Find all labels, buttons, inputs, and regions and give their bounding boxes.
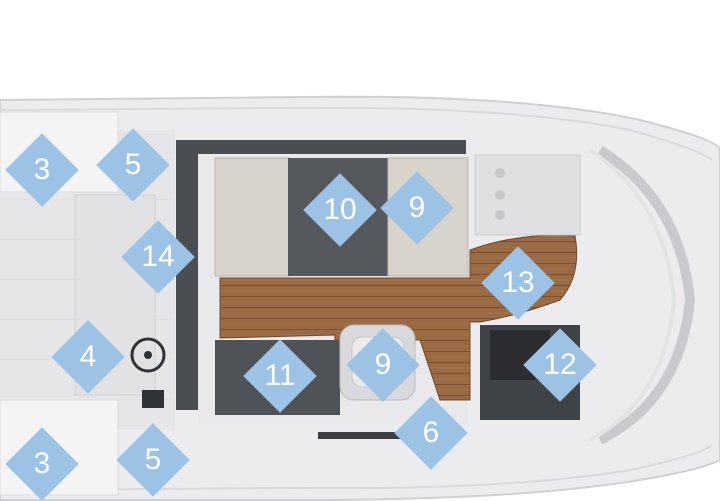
marker-11[interactable]: 11 xyxy=(243,339,317,413)
marker-number: 11 xyxy=(264,359,296,392)
marker-6[interactable]: 6 xyxy=(394,396,468,470)
marker-number: 14 xyxy=(141,240,175,273)
marker-4[interactable]: 4 xyxy=(51,320,125,394)
marker-number: 5 xyxy=(124,148,142,181)
console-top xyxy=(474,154,581,236)
marker-number: 9 xyxy=(408,191,426,224)
cabin-top-wall xyxy=(176,140,466,154)
marker-12[interactable]: 12 xyxy=(523,328,597,402)
marker-number: 6 xyxy=(422,416,440,449)
marker-number: 9 xyxy=(374,348,392,381)
marker-9[interactable]: 9 xyxy=(346,328,420,402)
marker-number: 10 xyxy=(323,193,357,226)
side-rail xyxy=(318,432,443,439)
marker-number: 5 xyxy=(144,443,162,476)
gunwale-line xyxy=(0,106,713,161)
marker-9[interactable]: 9 xyxy=(380,171,454,245)
marker-3[interactable]: 3 xyxy=(5,133,79,207)
marker-number: 12 xyxy=(543,348,577,381)
marker-number: 4 xyxy=(79,340,97,373)
gunwale-line-bottom xyxy=(0,444,713,491)
marker-14[interactable]: 14 xyxy=(121,220,195,294)
marker-number: 3 xyxy=(33,153,51,186)
berth-cushion-left xyxy=(214,157,291,277)
marker-13[interactable]: 13 xyxy=(481,246,555,320)
steering-wheel xyxy=(130,337,166,373)
marker-5[interactable]: 5 xyxy=(116,423,190,497)
marker-5[interactable]: 5 xyxy=(96,128,170,202)
marker-number: 3 xyxy=(33,447,51,480)
marker-number: 13 xyxy=(501,266,535,299)
marker-3[interactable]: 3 xyxy=(5,427,79,501)
throttle-top xyxy=(142,390,164,408)
windshield xyxy=(597,145,696,445)
cabin-bulkhead xyxy=(176,140,198,410)
marker-10[interactable]: 10 xyxy=(303,173,377,247)
